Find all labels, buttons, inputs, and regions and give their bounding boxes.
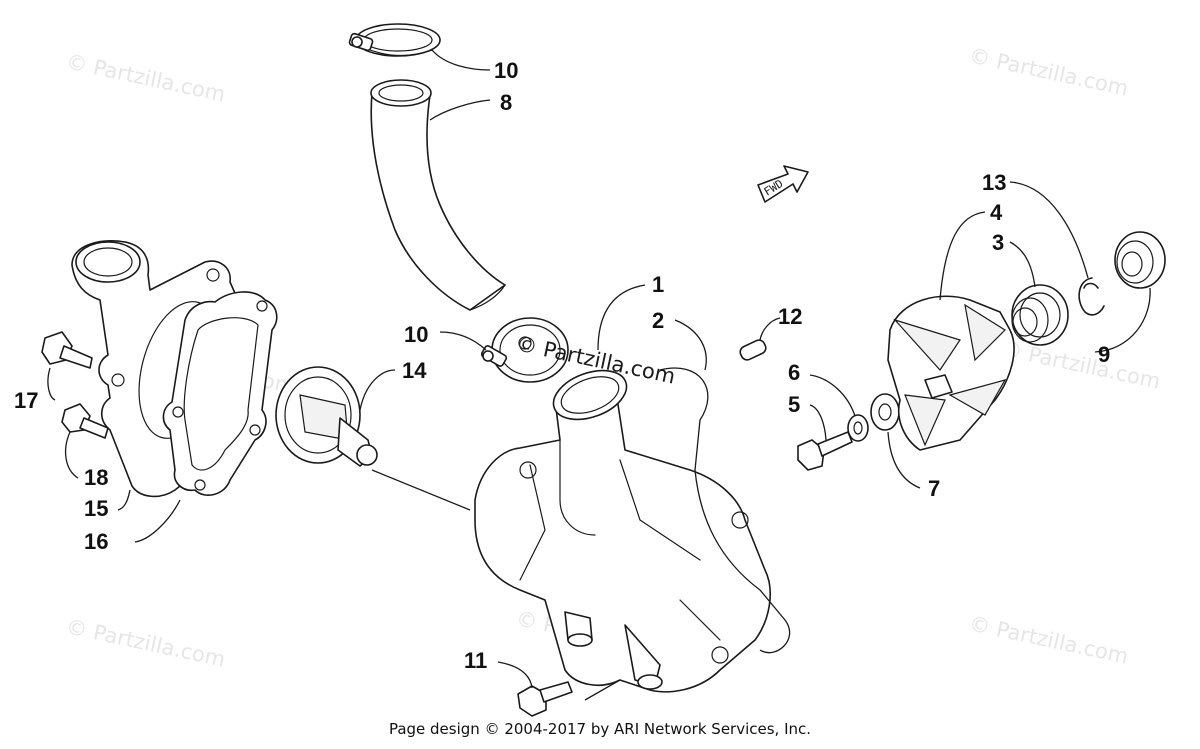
watermark-top-left: © Partzilla.com — [64, 49, 228, 106]
washer-6 — [847, 414, 869, 442]
leader-7 — [887, 431, 921, 489]
leader-14 — [359, 369, 396, 411]
water-pump-housing — [474, 369, 771, 693]
callout-1: 1 — [652, 272, 664, 297]
snap-ring — [1078, 277, 1105, 316]
leader-3 — [1009, 241, 1036, 288]
watermark-bottom-right: © Partzilla.com — [967, 611, 1131, 668]
callout-10-top: 10 — [494, 58, 518, 83]
callout-6: 6 — [788, 360, 800, 385]
leader-1 — [597, 284, 646, 351]
leader-15 — [117, 489, 131, 511]
callout-17: 17 — [14, 388, 38, 413]
impeller — [887, 295, 1015, 451]
callout-9: 9 — [1098, 342, 1110, 367]
leader-12 — [759, 317, 781, 341]
dowel-pin — [739, 339, 767, 361]
leader-9 — [1094, 287, 1151, 353]
leader-4 — [939, 211, 986, 301]
callout-12: 12 — [778, 304, 802, 329]
leader-13 — [1009, 181, 1089, 279]
leader-5 — [809, 404, 827, 441]
leader-10b — [439, 331, 487, 351]
hose-clamp-lower — [480, 317, 569, 383]
callout-3: 3 — [992, 230, 1004, 255]
callout-5: 5 — [788, 392, 800, 417]
washer-7 — [870, 393, 900, 431]
callout-18: 18 — [84, 465, 108, 490]
callout-7: 7 — [928, 476, 940, 501]
leader-2 — [674, 319, 707, 371]
bearing — [1114, 231, 1166, 289]
leader-11 — [497, 661, 533, 689]
assembly-line — [371, 469, 471, 511]
watermark-top-right: © Partzilla.com — [967, 43, 1131, 100]
callout-15: 15 — [84, 496, 108, 521]
bolt-18 — [61, 403, 109, 439]
watermark-mid-right: © Partzilla.com — [999, 336, 1163, 393]
leader-17 — [47, 367, 56, 401]
bolt-11 — [517, 681, 573, 717]
callout-14: 14 — [402, 358, 427, 383]
callout-8: 8 — [500, 90, 512, 115]
leader-6 — [809, 374, 856, 417]
leader-10a — [431, 49, 491, 71]
page-footer: Page design © 2004-2017 by ARI Network S… — [388, 720, 812, 738]
leader-8 — [429, 99, 491, 121]
coolant-hose — [370, 79, 506, 311]
bolt-17 — [41, 331, 93, 369]
forward-arrow: FWD — [757, 165, 809, 203]
callout-4: 4 — [990, 200, 1003, 225]
leader-18 — [64, 431, 79, 479]
thermostat-gasket — [162, 291, 278, 496]
callout-11: 11 — [464, 648, 487, 673]
leader-16 — [134, 499, 181, 543]
callout-13: 13 — [982, 170, 1006, 195]
callout-2: 2 — [652, 308, 664, 333]
water-pump-seal — [1011, 284, 1069, 346]
thermostat — [275, 366, 378, 467]
o-ring — [659, 367, 791, 654]
callout-10-lower: 10 — [404, 322, 428, 347]
hose-clamp-top — [348, 23, 441, 57]
watermark-bottom-left: © Partzilla.com — [64, 614, 228, 671]
bolt-5 — [797, 431, 853, 471]
callout-16: 16 — [84, 529, 108, 554]
